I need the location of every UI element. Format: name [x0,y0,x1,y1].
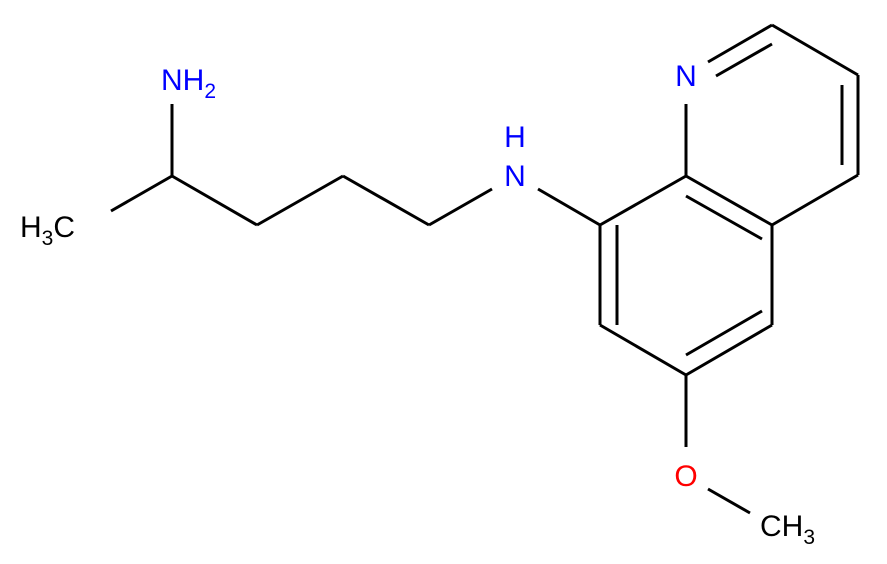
bond-c2-to-c1 [342,174,430,227]
bond-oxygen-to-methoxy-c [707,487,751,515]
bond-c6-to-c5-inner [685,309,763,357]
bonds [110,23,860,515]
methoxy-methyl-label: CH3 [760,510,815,549]
amine-group-label: NH2 [161,64,216,103]
methyl-group-label: H3C [20,211,75,250]
amine-h-count: 2 [204,80,216,103]
amine-h-symbol: H [183,64,205,97]
methoxy-h-symbol: H [782,510,804,543]
atom-labels: NH2 H3C H N N O CH3 [20,60,815,549]
bond-c4-to-c4a [771,173,859,227]
amine-n-symbol: N [161,64,183,97]
bond-c4-to-c3 [171,174,258,227]
bond-c2-to-c3 [771,23,859,77]
methoxy-h-count: 3 [803,526,815,549]
bond-c4a-to-c8a [685,174,773,227]
bond-linker-n-to-c8 [537,187,601,227]
bond-ring-n-to-c2 [707,23,773,64]
methoxy-c-symbol: C [760,510,782,543]
bond-c8-to-c8a [599,174,687,227]
ring-n-label: N [675,60,697,93]
linker-n-symbol: N [504,160,526,193]
bond-ring-n-to-c2-inner [715,42,773,78]
oxygen-label: O [674,460,697,493]
bond-c1-to-linker-n [428,187,493,227]
methyl-h-count: 3 [42,227,54,250]
methyl-c-symbol: C [53,211,75,244]
linker-n-label: H [504,121,526,154]
bond-c4a-to-c8a-inner [685,194,763,241]
methyl-h-symbol: H [20,211,42,244]
bond-c6-to-c5 [685,323,773,377]
bond-c7-to-c6 [599,323,687,377]
bond-c3-to-c2 [256,174,344,227]
bond-methyl-to-c4 [110,174,173,213]
